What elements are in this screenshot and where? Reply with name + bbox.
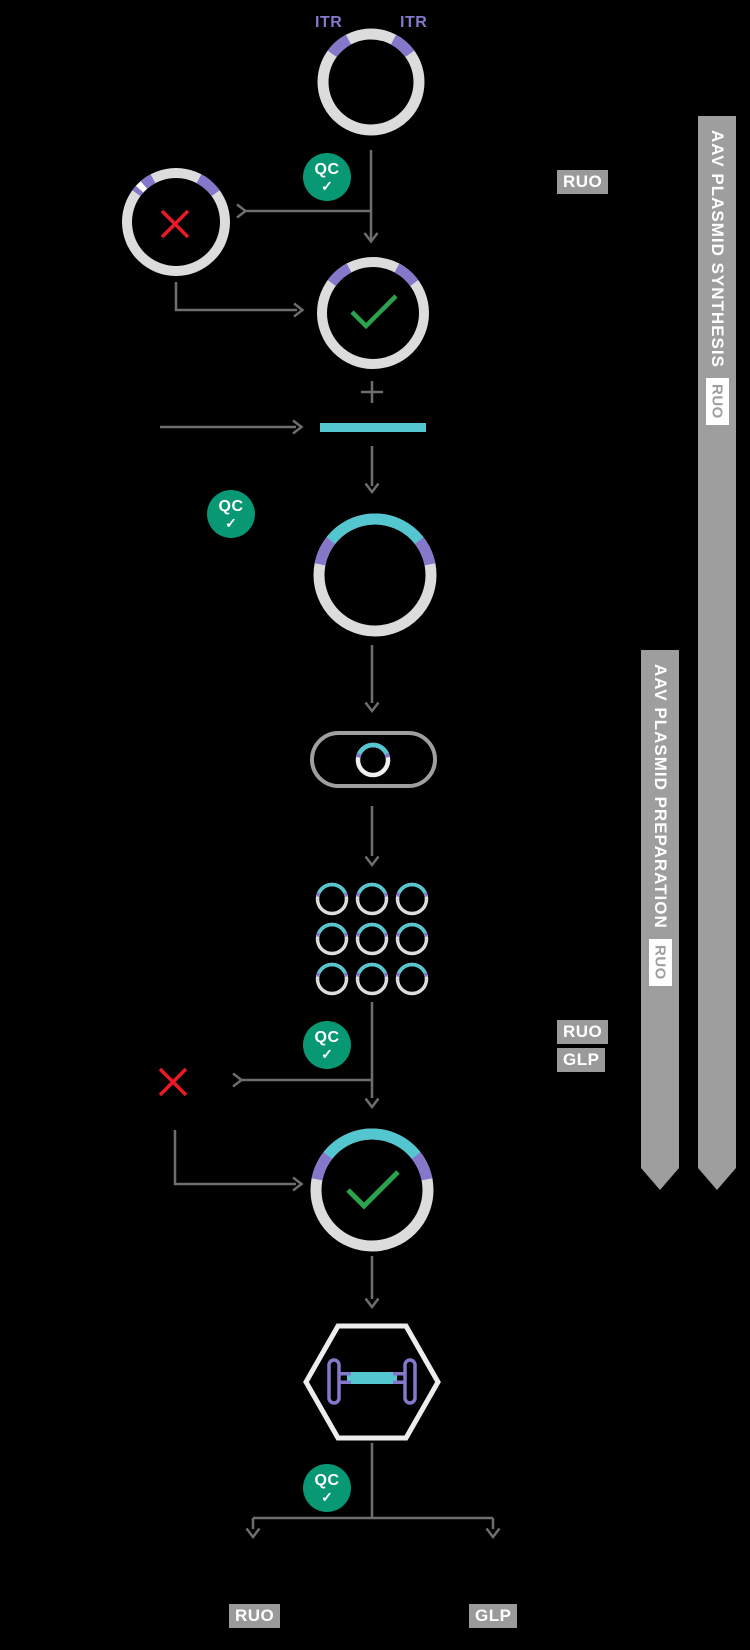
itr-segment-left: [327, 34, 352, 58]
source-plasmid: [317, 28, 425, 136]
itr-segment-right: [411, 1152, 433, 1181]
qc-check-icon: ✓: [321, 177, 333, 194]
plasmid-ring: [122, 168, 230, 276]
qc-check-icon: ✓: [321, 1045, 333, 1062]
arrowhead-down-icon: [364, 1097, 380, 1110]
itr-segment-left: [311, 1152, 333, 1181]
plus-icon: [361, 381, 383, 403]
flow-connectors: [160, 150, 501, 1540]
banner-synthesis-label: AAV PLASMID SYNTHESIS: [708, 130, 727, 368]
itr-segment-right: [390, 34, 415, 58]
qc-badge-synthesis: QC ✓: [303, 153, 351, 201]
mini-itr-right: [384, 752, 391, 758]
insert-arc: [323, 1128, 421, 1160]
colony: [395, 882, 429, 916]
flow-line-output-branch: [251, 1443, 495, 1529]
colony: [355, 962, 389, 996]
itr-segment-left: [314, 537, 336, 566]
flow-line-resynthesis-loop: [174, 282, 297, 312]
arrowhead-down-icon: [364, 1297, 380, 1310]
qc-fail-x-icon: [158, 1067, 188, 1097]
insert-fragment-bar: [320, 423, 426, 432]
arrowhead-right-icon: [293, 302, 305, 318]
itr-hairpin-right: [403, 1358, 417, 1405]
cell-outline: [310, 731, 437, 788]
insert-arc: [326, 513, 424, 545]
banner-preparation-label: AAV PLASMID PREPARATION: [651, 664, 670, 929]
itr-segment-left: [327, 263, 352, 287]
banner-aav-plasmid-synthesis: AAV PLASMID SYNTHESIS RUO: [698, 116, 736, 1190]
mini-insert-arc: [357, 742, 389, 755]
qc-label: QC: [314, 160, 340, 178]
final-plasmid: [310, 1128, 434, 1252]
ruo-tag-preparation: RUO: [557, 1020, 609, 1044]
arrowhead-down-icon: [364, 482, 380, 495]
arrowhead-down-icon: [364, 701, 380, 714]
banner-synthesis-ruo-tag: RUO: [706, 378, 729, 425]
colony: [355, 922, 389, 956]
assembled-plasmid: [313, 513, 437, 637]
aav-genome-hexagon: [303, 1323, 441, 1441]
qc-check-icon: ✓: [225, 514, 237, 531]
itr-segment-right: [196, 174, 220, 197]
fail-x-icon: [160, 209, 190, 239]
arrowhead-down-icon: [245, 1527, 261, 1540]
itr-label-right: ITR: [400, 14, 428, 31]
colony: [395, 922, 429, 956]
itr-hairpin-right-stem: [393, 1371, 405, 1385]
flow-line-repick-loop: [173, 1130, 296, 1186]
glp-tag-preparation: GLP: [557, 1048, 606, 1072]
hexagon-outline: [303, 1323, 441, 1441]
itr-segment-right: [394, 263, 419, 287]
banner-preparation-ruo-tag: RUO: [649, 939, 672, 986]
qc-badge-assembly: QC ✓: [207, 490, 255, 538]
arrowhead-down-icon: [485, 1527, 501, 1540]
arrowhead-right-icon: [292, 1176, 304, 1192]
transformation-cell: [310, 731, 437, 788]
mini-itr-left: [355, 752, 362, 758]
check-icon: [350, 294, 398, 330]
qc-badge-colonies: QC ✓: [303, 1021, 351, 1069]
itr-label-left: ITR: [315, 14, 343, 31]
colony: [395, 962, 429, 996]
plasmid-ring: [317, 257, 429, 369]
colony: [315, 922, 349, 956]
ruo-tag-output: RUO: [229, 1604, 281, 1628]
verified-plasmid: [317, 257, 429, 369]
arrowhead-down-icon: [363, 232, 379, 244]
arrowhead-left-icon: [236, 203, 248, 219]
qc-badge-final: QC ✓: [303, 1464, 351, 1512]
failed-plasmid: [122, 168, 230, 276]
colony: [355, 882, 389, 916]
glp-tag-output: GLP: [469, 1604, 518, 1628]
itr-segment-right: [414, 537, 436, 566]
arrowhead-right-icon: [292, 419, 304, 435]
qc-check-icon: ✓: [321, 1488, 333, 1505]
ruo-tag-synthesis: RUO: [557, 170, 609, 194]
qc-label: QC: [218, 497, 244, 515]
check-icon: [346, 1170, 400, 1210]
arrowhead-down-icon: [364, 855, 380, 868]
genome-insert-bar: [347, 1372, 397, 1384]
qc-label: QC: [314, 1028, 340, 1046]
plasmid-ring: [317, 28, 425, 136]
banner-aav-plasmid-preparation: AAV PLASMID PREPARATION RUO: [641, 650, 679, 1190]
qc-label: QC: [314, 1471, 340, 1489]
colony: [315, 882, 349, 916]
arrowhead-left-icon: [232, 1072, 244, 1088]
itr-hairpin-left-stem: [339, 1371, 351, 1385]
mutation-notch: [135, 181, 148, 193]
colony: [315, 962, 349, 996]
colony-grid: [315, 882, 429, 996]
itr-hairpin-left: [327, 1358, 341, 1405]
